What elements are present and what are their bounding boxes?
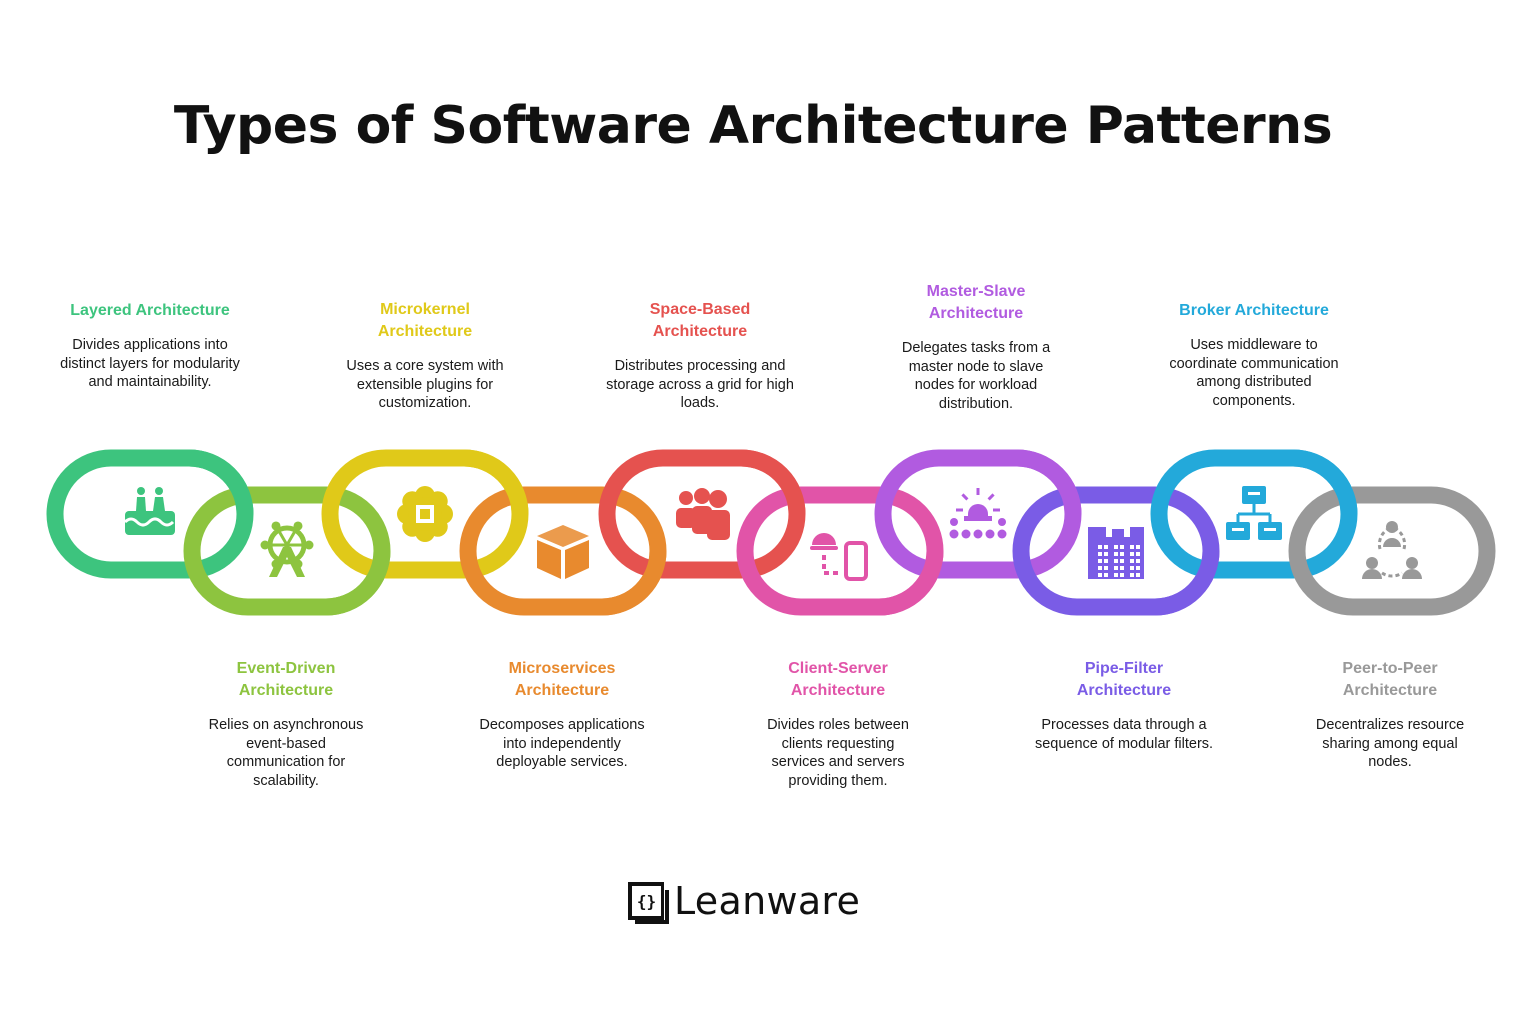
pattern-description: Divides applications into distinct layer… bbox=[60, 337, 240, 390]
pattern-name: Event-Driven Architecture bbox=[236, 660, 336, 699]
page-title: Types of Software Architecture Patterns bbox=[173, 96, 1333, 156]
pattern-microservices: Microservices Architecture Decomposes ap… bbox=[462, 658, 662, 772]
server-client-icon bbox=[810, 533, 868, 581]
wedding-cake-icon bbox=[123, 487, 175, 535]
pattern-space-based: Space-Based Architecture Distributes pro… bbox=[600, 299, 800, 413]
cube-icon bbox=[537, 525, 589, 579]
pattern-master-slave: Master-Slave Architecture Delegates task… bbox=[876, 281, 1076, 413]
chain-link-ring bbox=[1288, 486, 1496, 616]
pattern-name: Microservices Architecture bbox=[508, 660, 616, 699]
ferris-wheel-icon bbox=[260, 521, 314, 577]
pattern-description: Distributes processing and storage acros… bbox=[606, 358, 794, 411]
pattern-name: Space-Based Architecture bbox=[649, 301, 751, 340]
pattern-description: Delegates tasks from a master node to sl… bbox=[901, 340, 1051, 412]
pattern-description: Divides roles between clients requesting… bbox=[767, 717, 909, 789]
pattern-name: Pipe-Filter Architecture bbox=[1076, 660, 1172, 699]
pattern-client-server: Client-Server Architecture Divides roles… bbox=[738, 658, 938, 790]
pattern-name: Broker Architecture bbox=[1179, 302, 1329, 319]
pattern-broker: Broker Architecture Uses middleware to c… bbox=[1154, 300, 1354, 410]
chain-link-peer-to-peer bbox=[1288, 486, 1496, 616]
pattern-pipe-filter: Pipe-Filter Architecture Processes data … bbox=[1024, 658, 1224, 753]
pattern-name: Microkernel Architecture bbox=[377, 301, 473, 340]
pattern-description: Processes data through a sequence of mod… bbox=[1034, 717, 1214, 752]
pattern-name: Peer-to-Peer Architecture bbox=[1342, 660, 1438, 699]
pattern-microkernel: Microkernel Architecture Uses a core sys… bbox=[325, 299, 525, 413]
pattern-event-driven: Event-Driven Architecture Relies on asyn… bbox=[186, 658, 386, 790]
pattern-name: Layered Architecture bbox=[70, 302, 230, 319]
leanware-logo-text: Leanware bbox=[674, 879, 861, 923]
pattern-description: Uses a core system with extensible plugi… bbox=[346, 358, 504, 411]
pattern-description: Uses middleware to coordinate communicat… bbox=[1169, 337, 1339, 409]
pattern-name: Master-Slave Architecture bbox=[926, 283, 1026, 322]
filter-pipes-icon bbox=[1088, 527, 1144, 579]
chip-flower-icon bbox=[397, 486, 453, 542]
pattern-description: Decomposes applications into independent… bbox=[479, 717, 645, 770]
pattern-description: Decentralizes resource sharing among equ… bbox=[1315, 717, 1465, 770]
master-nodes-icon bbox=[949, 488, 1007, 539]
leanware-logo-mark: {} bbox=[628, 882, 669, 924]
pattern-layered: Layered Architecture Divides application… bbox=[50, 300, 250, 392]
pattern-name: Client-Server Architecture bbox=[788, 660, 888, 699]
people-group-icon bbox=[676, 488, 730, 540]
leanware-logo: {} Leanware bbox=[628, 878, 860, 924]
hierarchy-icon bbox=[1226, 486, 1282, 540]
pattern-peer-to-peer: Peer-to-Peer Architecture Decentralizes … bbox=[1290, 658, 1490, 772]
pattern-description: Relies on asynchronous event-based commu… bbox=[208, 717, 364, 789]
peer-network-icon bbox=[1362, 521, 1422, 579]
